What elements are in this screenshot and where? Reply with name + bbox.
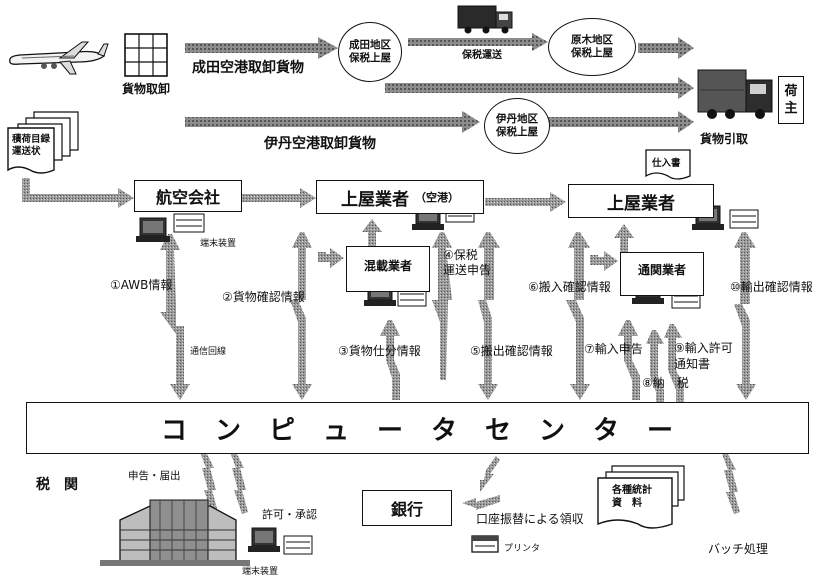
cargo-pickup-label: 貨物引取	[700, 132, 749, 146]
consolidator-up-arrow	[362, 219, 382, 246]
manifest-document-icon	[7, 111, 79, 174]
warehouse-to-warehouse-arrow	[485, 192, 566, 212]
flow-10-label: ⑩輸出確認情報	[730, 280, 813, 294]
invoice-document-icon	[645, 149, 691, 180]
import-declare-comm-line	[618, 320, 640, 400]
consignee-box: 荷 主	[778, 76, 804, 124]
itami-out-arrow	[545, 111, 694, 133]
computer-center-box: コ ン ピ ュ ー タ セ ン タ ー	[26, 402, 809, 454]
bank-box: 銀行	[362, 490, 452, 526]
flow-9-label: ⑨輸入許可 通知書	[674, 341, 733, 371]
warehouse-airport-title: 上屋業者	[341, 189, 409, 210]
transfer-arrow	[462, 495, 500, 510]
declare-label: 申告・届出	[128, 470, 181, 482]
flow-8-label: ⑧納 税	[642, 376, 689, 390]
to-consolidator-arrow	[318, 248, 344, 268]
customs-label: 税 関	[36, 477, 78, 493]
batch-label: バッチ処理	[708, 542, 769, 556]
flow-5-label: ⑤搬出確認情報	[470, 344, 553, 358]
consolidator-box: 混載業者	[346, 246, 430, 292]
permit-comm-line	[664, 324, 684, 404]
unload-label: 貨物取卸	[122, 82, 171, 96]
narita-cargo-label: 成田空港取卸貨物	[192, 60, 304, 76]
haraki-out-arrow	[638, 37, 694, 59]
itami-bonded-circle: 伊丹地区 保税上屋	[484, 98, 550, 154]
broker-box: 通関業者	[620, 252, 704, 296]
airline-box: 航空会社	[134, 180, 242, 212]
manifest-to-airline-arrow	[22, 178, 134, 208]
flow-3-label: ③貨物仕分情報	[338, 344, 421, 358]
haraki-bonded-circle: 原木地区 保税上屋	[548, 18, 636, 76]
transfer-label: 口座振替による領収	[476, 512, 584, 526]
warehouse-box: 上屋業者	[568, 184, 714, 218]
flow-1-label: ①AWB情報	[110, 278, 173, 292]
broker-up-arrow	[614, 224, 634, 252]
comm-line-label: 通信回線	[190, 347, 227, 357]
exit-confirm-comm-line	[478, 232, 500, 400]
to-broker-arrow	[590, 251, 618, 271]
itami-cargo-label: 伊丹空港取卸貨物	[264, 136, 376, 152]
batch-comm-line	[722, 454, 740, 514]
flow-2-label: ②貨物確認情報	[222, 290, 305, 304]
customs-building-icon	[100, 499, 250, 566]
manifest-label: 積荷目録 運送状	[12, 134, 51, 157]
warehouse-airport-box: 上屋業者 （空港）	[316, 180, 484, 214]
bonded-transport-arrow	[408, 33, 548, 51]
airline-to-warehouse-arrow	[242, 188, 316, 208]
transfer-line	[480, 456, 500, 492]
stats-label: 各種統計 資 料	[612, 485, 652, 509]
narita-cargo-arrow	[185, 37, 338, 59]
permit-comm-line-2	[230, 452, 248, 514]
bonded-transport-comm-line	[432, 232, 452, 380]
narita-direct-arrow	[385, 77, 694, 99]
awb-comm-line	[160, 234, 190, 400]
flow-6-label: ⑥搬入確認情報	[528, 280, 611, 294]
large-truck-icon	[697, 69, 773, 119]
customs-terminal-label: 端末装置	[242, 567, 279, 577]
terminal-label: 端末装置	[200, 239, 237, 249]
permit-label: 許可・承認	[262, 508, 317, 521]
tax-comm-line	[646, 330, 664, 404]
printer-icon	[471, 535, 499, 553]
narita-bonded-circle: 成田地区 保税上屋	[338, 22, 402, 82]
small-truck-icon	[457, 5, 513, 34]
customs-terminal-icon	[248, 527, 313, 555]
flow-4-label: ④保税 運送申告	[443, 248, 492, 277]
bonded-transport-label: 保税運送	[462, 50, 502, 61]
printer-label: プリンタ	[504, 544, 541, 554]
warehouse-airport-sub: （空港）	[415, 191, 459, 204]
export-confirm-comm-line	[734, 232, 756, 400]
airplane-icon	[9, 41, 109, 75]
invoice-label: 仕入書	[652, 158, 681, 169]
sort-info-comm-line	[380, 320, 400, 400]
itami-cargo-arrow	[185, 111, 480, 133]
flow-7-label: ⑦輸入申告	[584, 342, 643, 356]
airline-terminal-icon	[136, 213, 205, 242]
declare-comm-line	[200, 452, 218, 514]
stats-document-icon	[597, 465, 685, 529]
entry-confirm-comm-line	[566, 232, 590, 400]
cargo-confirm-comm-line	[290, 232, 312, 400]
cargo-terminal-icon	[124, 33, 168, 77]
